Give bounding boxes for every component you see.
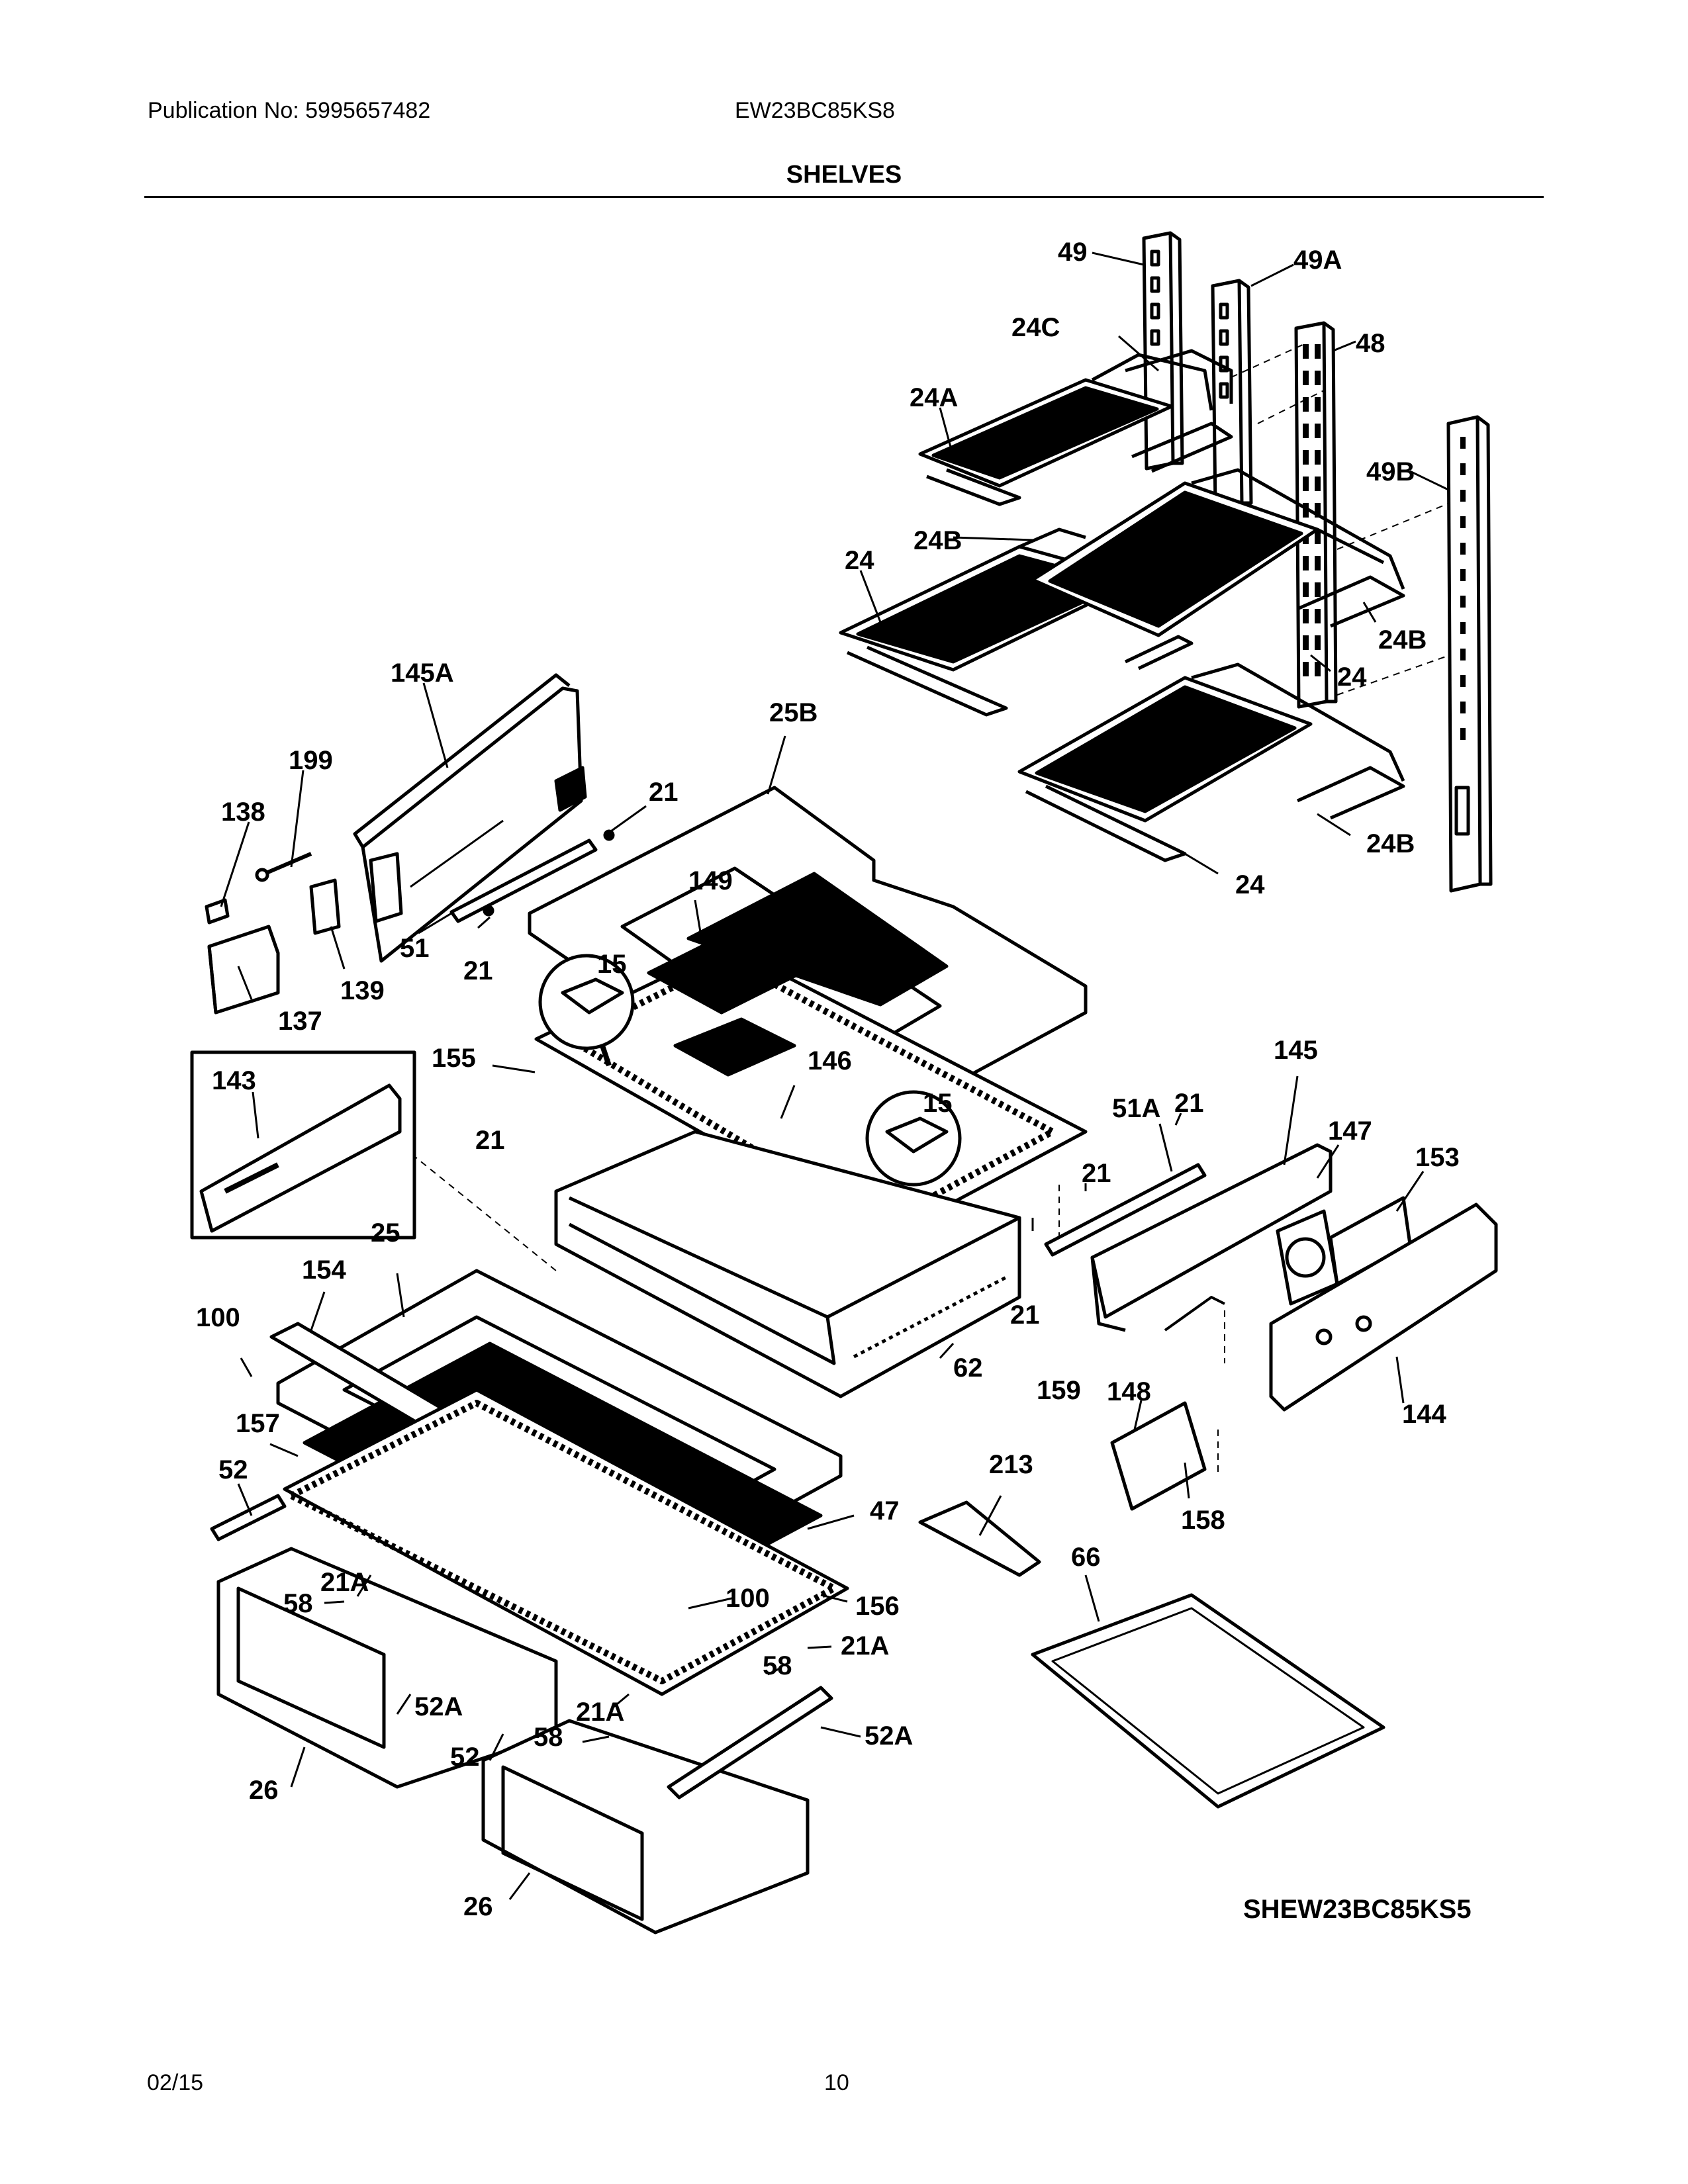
label-147: 147 [1328,1116,1372,1146]
label-52a-b: 52A [865,1721,913,1751]
label-21a-b: 21A [841,1631,889,1661]
label-24-c: 24 [1235,870,1265,899]
label-21-f: 21 [1010,1300,1040,1330]
page-number: 10 [824,2070,849,2095]
wire-199 [255,852,312,882]
label-24a: 24A [910,383,958,412]
label-21-b: 21 [463,956,493,985]
frame-156 [283,1388,849,1696]
slide-52a [667,1686,833,1799]
page-title: SHELVES [786,161,902,189]
label-139: 139 [340,976,385,1005]
housing-145a [353,673,587,963]
part-138 [205,898,230,925]
label-47: 47 [870,1496,900,1525]
rail-51a [1044,1163,1207,1257]
footer-date: 02/15 [147,2070,204,2095]
label-21-a: 21 [649,778,679,807]
label-199: 199 [289,746,333,775]
cover-144 [1269,1203,1498,1412]
label-100-a: 100 [196,1303,240,1332]
label-24b-b: 24B [1378,625,1427,655]
label-15-b: 15 [923,1089,953,1118]
label-24b-a: 24B [914,526,962,555]
label-15-a: 15 [597,950,627,979]
label-58-b: 58 [763,1651,792,1680]
header-rule [144,196,1544,198]
label-21a-c: 21A [576,1698,624,1727]
label-47b: 47B [781,886,829,915]
label-52a-a: 52A [414,1692,463,1721]
diagram-code: SHEW23BC85KS5 [1243,1895,1472,1924]
label-144: 144 [1402,1400,1446,1429]
drawer-26-right [481,1719,810,1934]
label-156: 156 [855,1592,900,1621]
shelf-24-right [1031,468,1405,670]
leader-lines [220,251,1449,1900]
label-51a: 51A [1112,1094,1160,1123]
label-21-e: 21 [1082,1159,1111,1188]
shelf-24-lower [1017,662,1405,862]
part-213 [918,1500,1041,1577]
label-25: 25 [371,1218,400,1248]
label-62: 62 [953,1353,983,1383]
label-51: 51 [400,934,430,963]
label-145a: 145A [391,659,454,688]
label-145: 145 [1274,1036,1318,1065]
label-149: 149 [688,866,733,895]
slide-52-left [210,1494,287,1541]
model-number: EW23BC85KS8 [735,98,895,123]
filter-66 [1031,1593,1385,1809]
label-21-c: 21 [1174,1089,1204,1118]
label-26-a: 26 [249,1776,279,1805]
label-143: 143 [212,1066,256,1095]
label-58-c: 58 [534,1723,563,1752]
label-52-a: 52 [218,1455,248,1484]
label-146: 146 [808,1046,852,1075]
label-49: 49 [1058,238,1088,267]
shelf-rail-48 [1294,321,1338,709]
label-24b-c: 24B [1366,829,1415,858]
label-24-a: 24 [845,546,874,575]
label-155: 155 [432,1044,476,1073]
label-25b: 25B [769,698,818,727]
label-66: 66 [1071,1543,1101,1572]
label-58-a: 58 [283,1589,313,1618]
shelf-24a [918,349,1233,506]
label-137: 137 [278,1007,322,1036]
bracket-51 [449,829,615,923]
label-24-b: 24 [1337,662,1367,692]
fan-147 [1276,1209,1339,1306]
label-159: 159 [1037,1376,1081,1405]
detail-15-left [538,954,635,1067]
part-labels: 49 49A 24C 48 24A 49B 24B 24 24B 24 24 2… [196,238,1472,1924]
label-26-b: 26 [463,1892,493,1921]
part-139 [309,878,341,935]
label-24c: 24C [1011,313,1060,342]
label-158: 158 [1181,1506,1225,1535]
shelf-rail-49b [1446,415,1493,893]
board-158 [1110,1401,1207,1511]
cartridge-137 [207,925,280,1015]
publication-number: Publication No: 5995657482 [148,98,431,123]
label-153: 153 [1415,1143,1460,1172]
label-148: 148 [1107,1377,1151,1406]
label-49b: 49B [1366,457,1415,486]
label-154: 154 [302,1255,346,1285]
label-138: 138 [221,797,265,827]
label-100-b: 100 [726,1584,770,1613]
housing-145 [1090,1143,1333,1332]
label-48: 48 [1356,329,1385,358]
shelf-rail-49 [1142,231,1184,471]
label-21-d: 21 [475,1126,505,1155]
harness-148 [1164,1296,1225,1332]
label-49a: 49A [1293,246,1342,275]
crisper-62 [554,1130,1021,1398]
label-157: 157 [236,1409,280,1438]
label-21a-a: 21A [320,1568,369,1597]
label-213: 213 [989,1450,1033,1479]
label-52-b: 52 [450,1743,480,1772]
inset-143 [190,1050,416,1240]
